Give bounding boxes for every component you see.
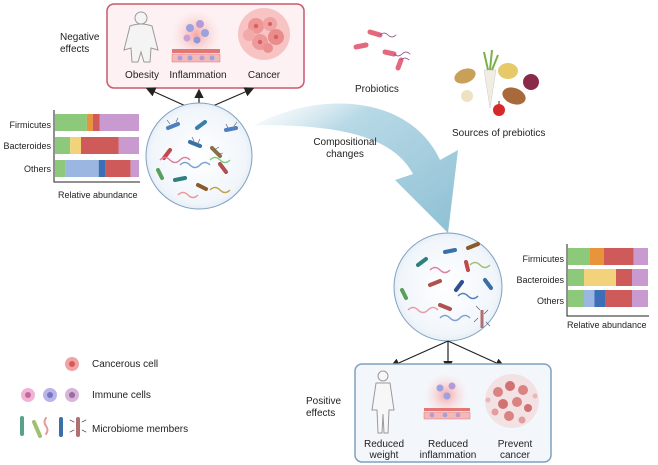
reduced-inflammation-icon [423,373,471,420]
inflammation-label: Inflammation [169,70,227,81]
chart1-bar-segment [55,137,71,154]
reduced-weight-label: Reduced weight [363,439,405,461]
chart1-bar-segment [70,137,81,154]
chart1-xlabel: Relative abundance [58,190,138,200]
chart2-bar-segment [594,290,606,307]
inflammation-icon [171,10,221,63]
chart1-bar-segment [92,114,100,131]
chart1-bar-segment [86,114,93,131]
legend-immune-cells-label: Immune cells [92,390,151,401]
chart1-row-label: Others [23,164,51,174]
cancer-blob-icon [238,8,290,60]
chart1-row-label: Bacteroides [3,141,51,151]
chart2-bar-segment [604,248,634,265]
legend-microbiome-members-icon [20,416,87,438]
compositional-changes-label: Compositional changes [313,137,377,160]
chart1-bar-segment [55,114,87,131]
positive-effects-heading: Positive effects [306,396,342,419]
prebiotic-foods-icon [454,49,539,116]
gut-microbiome-after [393,232,503,342]
chart2-bar-segment [632,269,648,286]
reduced-inflammation-label: Reduced inflammation [419,439,477,461]
chart2-bar-segment [568,248,590,265]
chart2-bar-segment [584,290,595,307]
gut-microbiome-before [145,102,253,210]
chart2-bar-segment [633,248,648,265]
chart1-bar-segment [55,160,66,177]
cancer-label: Cancer [247,70,281,81]
chart2-row-label: Others [536,296,564,306]
probiotics-bacteria-icon [353,29,411,71]
chart1-bar-segment [81,137,119,154]
probiotics-label: Probiotics [355,84,399,95]
prevent-cancer-label: Prevent cancer [497,439,533,461]
legend-microbiome-members-label: Microbiome members [92,424,189,435]
obesity-figure-icon [123,11,159,63]
chart1-bar-segment [118,137,139,154]
positive-effects-box [354,363,552,463]
tumor-dissolving-icon [485,374,539,428]
chart2-bar-segment [589,248,604,265]
healthy-figure-icon [371,370,395,434]
chart2-bar-segment [568,290,584,307]
legend-cancerous-cell-label: Cancerous cell [92,359,159,370]
chart1-bar-segment [65,160,99,177]
legend-immune-cells-icon [21,388,79,402]
chart1-bar-segment [105,160,131,177]
chart2-row-label: Firmicutes [522,254,564,264]
prebiotics-label: Sources of prebiotics [452,128,546,139]
chart2-xlabel: Relative abundance [567,320,647,330]
chart2-row-label: Bacteroides [516,275,564,285]
chart1-bar-segment [98,160,106,177]
chart2-bar-segment [605,290,632,307]
chart1-row-label: Firmicutes [9,120,51,130]
chart1-bar-segment [130,160,139,177]
chart2-axis [566,244,649,317]
obesity-label: Obesity [125,70,159,81]
legend-cancerous-cell-icon [65,357,79,371]
chart2-bar-segment [632,290,648,307]
negative-effects-box [106,3,305,89]
chart2-bar-segment [616,269,632,286]
compositional-change-arrow [255,103,458,234]
chart2-bar-segment [584,269,616,286]
chart1-axis [53,110,140,183]
chart2-bar-segment [568,269,584,286]
chart1-bar-segment [99,114,139,131]
negative-effects-heading: Negative effects [60,32,100,55]
